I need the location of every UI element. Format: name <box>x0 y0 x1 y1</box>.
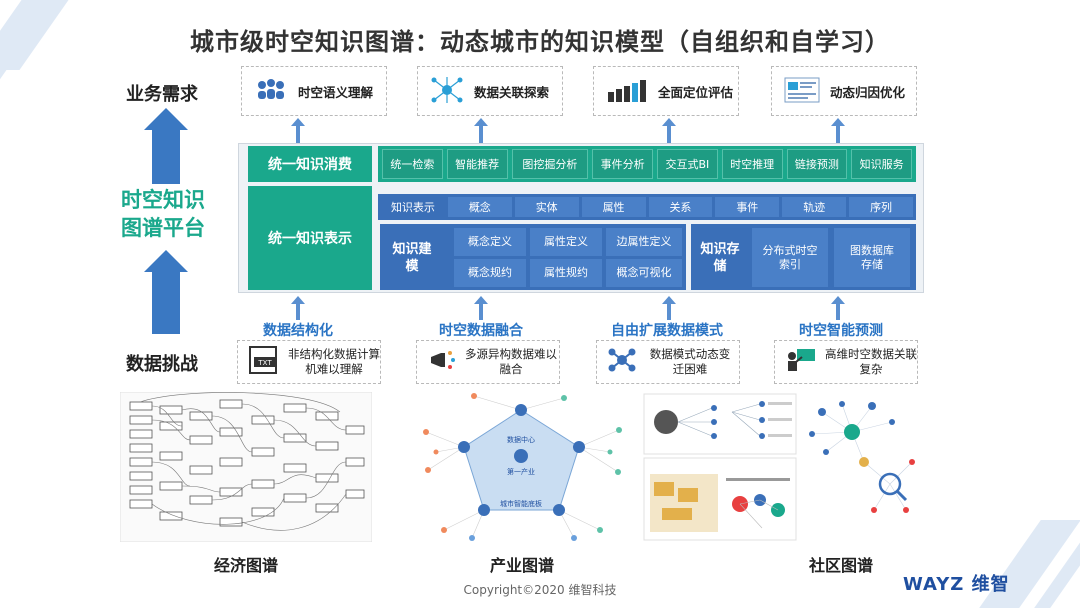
challenge-box-prediction: 高维时空数据关联复杂 <box>774 340 918 384</box>
consume-item: 智能推荐 <box>446 149 508 179</box>
need-up-arrow <box>474 118 488 144</box>
rep-item: 轨迹 <box>782 197 847 217</box>
challenge-text: 数据模式动态变迁困难 <box>649 347 731 376</box>
knowledge-representation-row: 知识表示 概念 实体 属性 关系 事件 轨迹 序列 <box>378 194 916 220</box>
dashboard-icon <box>784 77 820 106</box>
need-box-positioning: 全面定位评估 <box>593 66 739 116</box>
data-challenges-label: 数据挑战 <box>126 354 198 375</box>
rep-item: 事件 <box>715 197 780 217</box>
rep-item: 属性 <box>581 197 646 217</box>
network-hub-icon <box>430 76 464 107</box>
challenge-text: 多源异构数据难以融合 <box>465 347 557 376</box>
modeling-item: 概念定义 <box>454 228 526 256</box>
need-label: 时空语义理解 <box>298 84 374 100</box>
knowledge-modeling-label: 知识建模 <box>392 236 432 280</box>
consume-item: 统一检索 <box>382 149 443 179</box>
platform-label: 时空知识 图谱平台 <box>108 186 218 242</box>
big-up-arrow-bottom <box>144 250 188 334</box>
unified-consume-label: 统一知识消费 <box>248 146 372 182</box>
need-up-arrow <box>291 118 305 144</box>
challenge-up-arrow <box>291 296 305 320</box>
modeling-item: 概念规约 <box>454 259 526 287</box>
challenge-title: 自由扩展数据模式 <box>611 323 723 339</box>
consume-item: 事件分析 <box>592 149 653 179</box>
modeling-item: 概念可视化 <box>606 259 682 287</box>
consume-row: 统一检索 智能推荐 图挖掘分析 事件分析 交互式BI 时空推理 链接预测 知识服… <box>378 146 916 182</box>
bar-chart-icon <box>606 78 648 105</box>
industry-label-top: 数据中心 <box>507 435 535 444</box>
big-up-arrow-top <box>144 108 188 184</box>
megaphone-icon <box>427 347 457 377</box>
graph-caption: 社区图谱 <box>808 556 873 575</box>
platform-label-line1: 时空知识 <box>121 188 205 212</box>
challenge-text: 高维时空数据关联复杂 <box>825 347 917 376</box>
graph-caption: 经济图谱 <box>213 556 278 575</box>
need-box-attribution: 动态归因优化 <box>771 66 917 116</box>
need-up-arrow <box>831 118 845 144</box>
economic-graph-image <box>120 392 372 542</box>
rep-item: 关系 <box>648 197 713 217</box>
graph-caption: 产业图谱 <box>489 556 554 575</box>
challenge-title: 数据结构化 <box>263 323 333 339</box>
challenge-text: 非结构化数据计算机难以理解 <box>288 347 380 376</box>
need-box-semantic: 时空语义理解 <box>241 66 387 116</box>
rep-item: 实体 <box>514 197 579 217</box>
rep-header: 知识表示 <box>381 197 445 217</box>
storage-item: 图数据库存储 <box>834 228 910 287</box>
wayz-logo: WAYZ 维智 <box>903 574 1010 595</box>
knowledge-storage-label: 知识存储 <box>700 236 740 280</box>
consume-item: 时空推理 <box>721 149 783 179</box>
challenge-box-fusion: 多源异构数据难以融合 <box>416 340 560 384</box>
business-needs-label: 业务需求 <box>126 84 198 105</box>
consume-item: 图挖掘分析 <box>511 149 589 179</box>
svg-text:TXT: TXT <box>257 359 272 367</box>
challenge-up-arrow <box>474 296 488 320</box>
consume-item: 交互式BI <box>657 149 718 179</box>
txt-file-icon: TXT <box>248 345 280 379</box>
need-box-data-explore: 数据关联探索 <box>417 66 563 116</box>
need-label: 全面定位评估 <box>658 84 734 100</box>
rep-item: 概念 <box>447 197 512 217</box>
challenge-box-schema: 数据模式动态变迁困难 <box>596 340 740 384</box>
modeling-item: 边属性定义 <box>606 228 682 256</box>
copyright-footer: Copyright©2020 维智科技 <box>463 583 617 597</box>
storage-item: 分布式时空索引 <box>752 228 828 287</box>
rep-item: 序列 <box>849 197 913 217</box>
knowledge-model-screenshot <box>642 392 798 542</box>
industry-label-bottom: 城市智能底板 <box>500 499 542 508</box>
challenge-title: 时空智能预测 <box>799 323 883 339</box>
need-label: 数据关联探索 <box>474 84 550 100</box>
presenter-icon <box>785 347 817 377</box>
unified-represent-label: 统一知识表示 <box>248 186 372 290</box>
page-title: 城市级时空知识图谱：动态城市的知识模型（自组织和自学习） <box>190 28 890 56</box>
need-label: 动态归因优化 <box>830 84 906 100</box>
industry-label-center: 第一产业 <box>507 467 535 476</box>
modeling-item: 属性定义 <box>530 228 602 256</box>
modeling-item: 属性规约 <box>530 259 602 287</box>
molecule-icon <box>607 346 637 378</box>
need-up-arrow <box>662 118 676 144</box>
consume-item: 链接预测 <box>786 149 848 179</box>
consume-item: 知识服务 <box>851 149 912 179</box>
challenge-up-arrow <box>831 296 845 320</box>
community-graph-image <box>802 392 922 542</box>
challenge-box-structuring: TXT 非结构化数据计算机难以理解 <box>237 340 381 384</box>
industry-graph-image: 数据中心 第一产业 城市智能底板 <box>414 392 628 542</box>
platform-label-line2: 图谱平台 <box>121 216 205 240</box>
people-network-icon <box>254 77 288 106</box>
challenge-up-arrow <box>662 296 676 320</box>
challenge-title: 时空数据融合 <box>439 323 523 339</box>
